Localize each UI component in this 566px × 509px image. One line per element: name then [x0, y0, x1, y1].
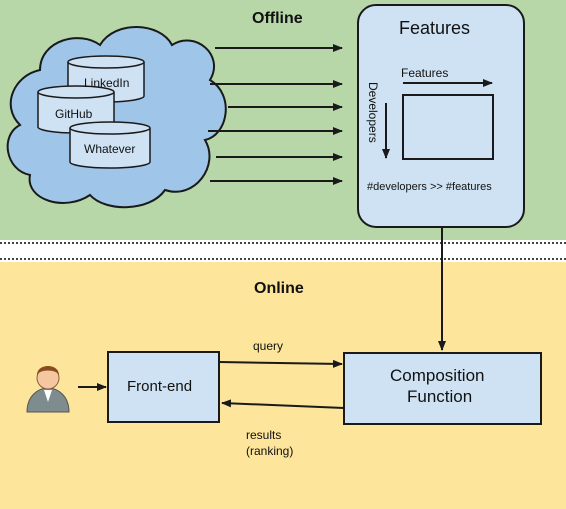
- whatever-cylinder: [69, 121, 151, 169]
- matrix-column-label: Features: [401, 66, 449, 80]
- source-label-linkedin: LinkedIn: [84, 76, 130, 90]
- results-edge-label-line1: results: [246, 428, 282, 442]
- composition-label-line1: Composition: [390, 366, 485, 385]
- results-edge-label-line2: (ranking): [246, 444, 294, 458]
- query-arrow: [218, 359, 343, 368]
- composition-label-line2: Function: [407, 387, 473, 406]
- data-sources-cloud: [6, 26, 227, 209]
- features-matrix: [402, 94, 494, 160]
- frontend-box: [107, 351, 220, 423]
- results-arrow: [221, 399, 345, 409]
- online-title: Online: [254, 280, 304, 297]
- source-label-github: GitHub: [55, 107, 93, 121]
- frontend-label: Front-end: [127, 378, 193, 395]
- composition-box: [343, 352, 542, 425]
- features-box-title: Features: [399, 18, 471, 38]
- matrix-shape-caption: #developers >> #features: [367, 181, 492, 193]
- matrix-row-label: Developers: [366, 82, 380, 143]
- section-divider: [0, 240, 566, 262]
- offline-title: Offline: [252, 10, 303, 27]
- query-edge-label: query: [253, 339, 284, 353]
- source-label-whatever: Whatever: [84, 142, 136, 156]
- user-avatar-icon: [26, 366, 70, 413]
